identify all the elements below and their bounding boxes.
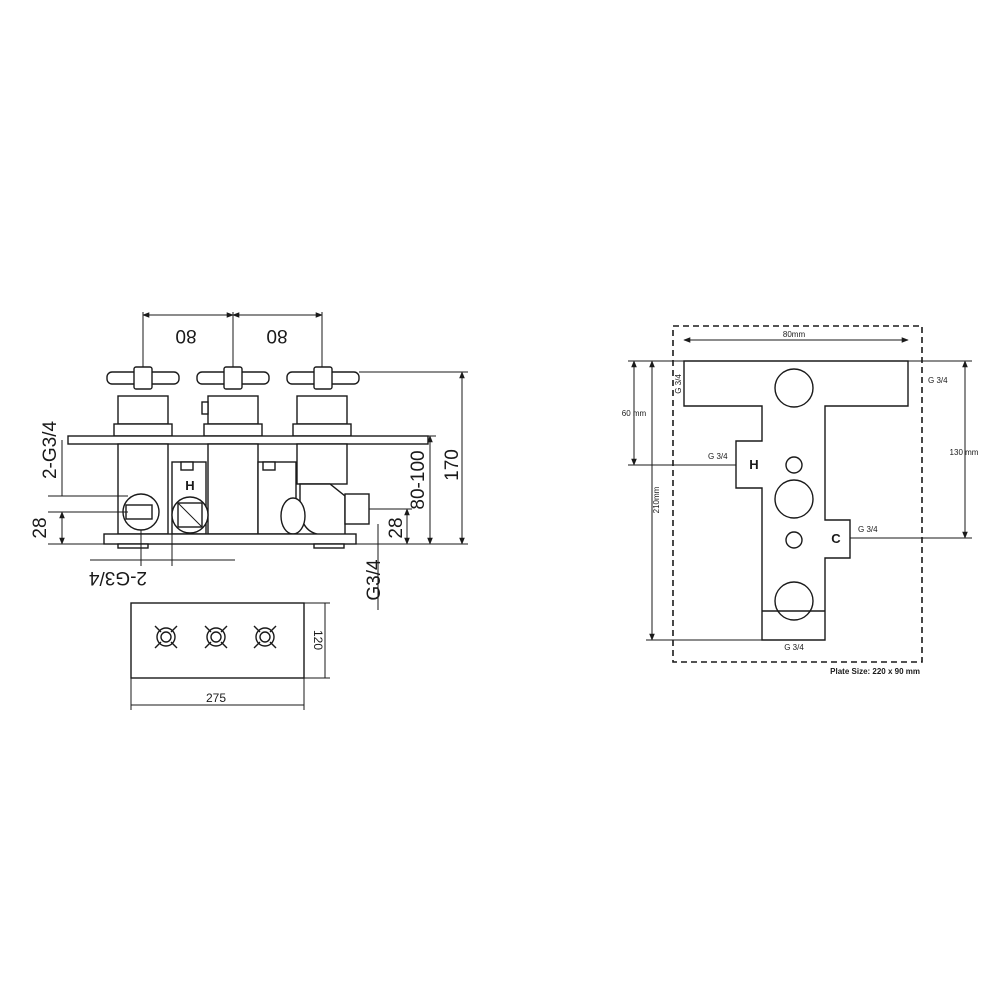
offset-left-label: 28 [30,517,51,538]
outlet-left-port [125,504,153,520]
depth-210-label: 210mm [652,486,661,513]
inlet-right-fitting [280,497,306,535]
handle-middle [196,366,270,437]
outlets-top-label: 2-G3/4 [40,421,61,480]
wall-plate [67,435,429,445]
faceplate-handle-left [154,625,178,649]
elbow-right [299,483,346,536]
depth-130-label: 130 mm [950,448,979,457]
port-bottom-label: G 3/4 [784,643,804,652]
spacing-right-label: 80 [266,325,287,346]
port-top-right-label: G 3/4 [928,376,948,385]
valve-elevation-view: 80 80 H [30,312,468,610]
rough-in-plate-view: H C 80mm 60 mm 210mm 130 mm G 3/4 G 3/4 … [622,325,979,676]
faceplate-width-label: 275 [206,691,226,705]
port-top-left-label: G 3/4 [674,374,683,394]
faceplate-height-label: 120 [311,630,325,650]
handle-right [286,366,360,437]
faceplate-outline [130,602,305,679]
hot-marker: H [185,478,194,493]
valve-body-middle [207,443,259,535]
port-top-large [774,368,814,408]
plate-boundary-dashed [672,325,923,663]
top-width-label: 80mm [783,330,806,339]
port-middle-large [774,479,814,519]
port-bottom-large [774,581,814,621]
faceplate-handle-middle [204,625,228,649]
inlet-right-stub [344,493,370,525]
port-small-upper [785,456,803,474]
valve-body-right [296,443,348,485]
valve-body-outline [683,360,909,641]
hot-marker: H [749,457,758,472]
spacing-left-label: 80 [175,325,196,346]
faceplate-front-view: 275 120 [130,602,330,710]
depth-range-label: 80-100 [408,450,429,509]
handle-left [106,366,180,437]
cold-marker: C [831,531,841,546]
plate-size-note: Plate Size: 220 x 90 mm [830,667,920,676]
port-cold-label: G 3/4 [858,525,878,534]
port-hot-label: G 3/4 [708,452,728,461]
outlets-bottom-label: 2-G3/4 [89,567,148,588]
overall-depth-label: 170 [442,449,463,481]
depth-60-label: 60 mm [622,409,647,418]
inlet-label: G3/4 [364,559,385,601]
base-plate [103,533,357,545]
port-small-lower [785,531,803,549]
faceplate-handle-right [253,625,277,649]
offset-right-label: 28 [386,517,407,538]
